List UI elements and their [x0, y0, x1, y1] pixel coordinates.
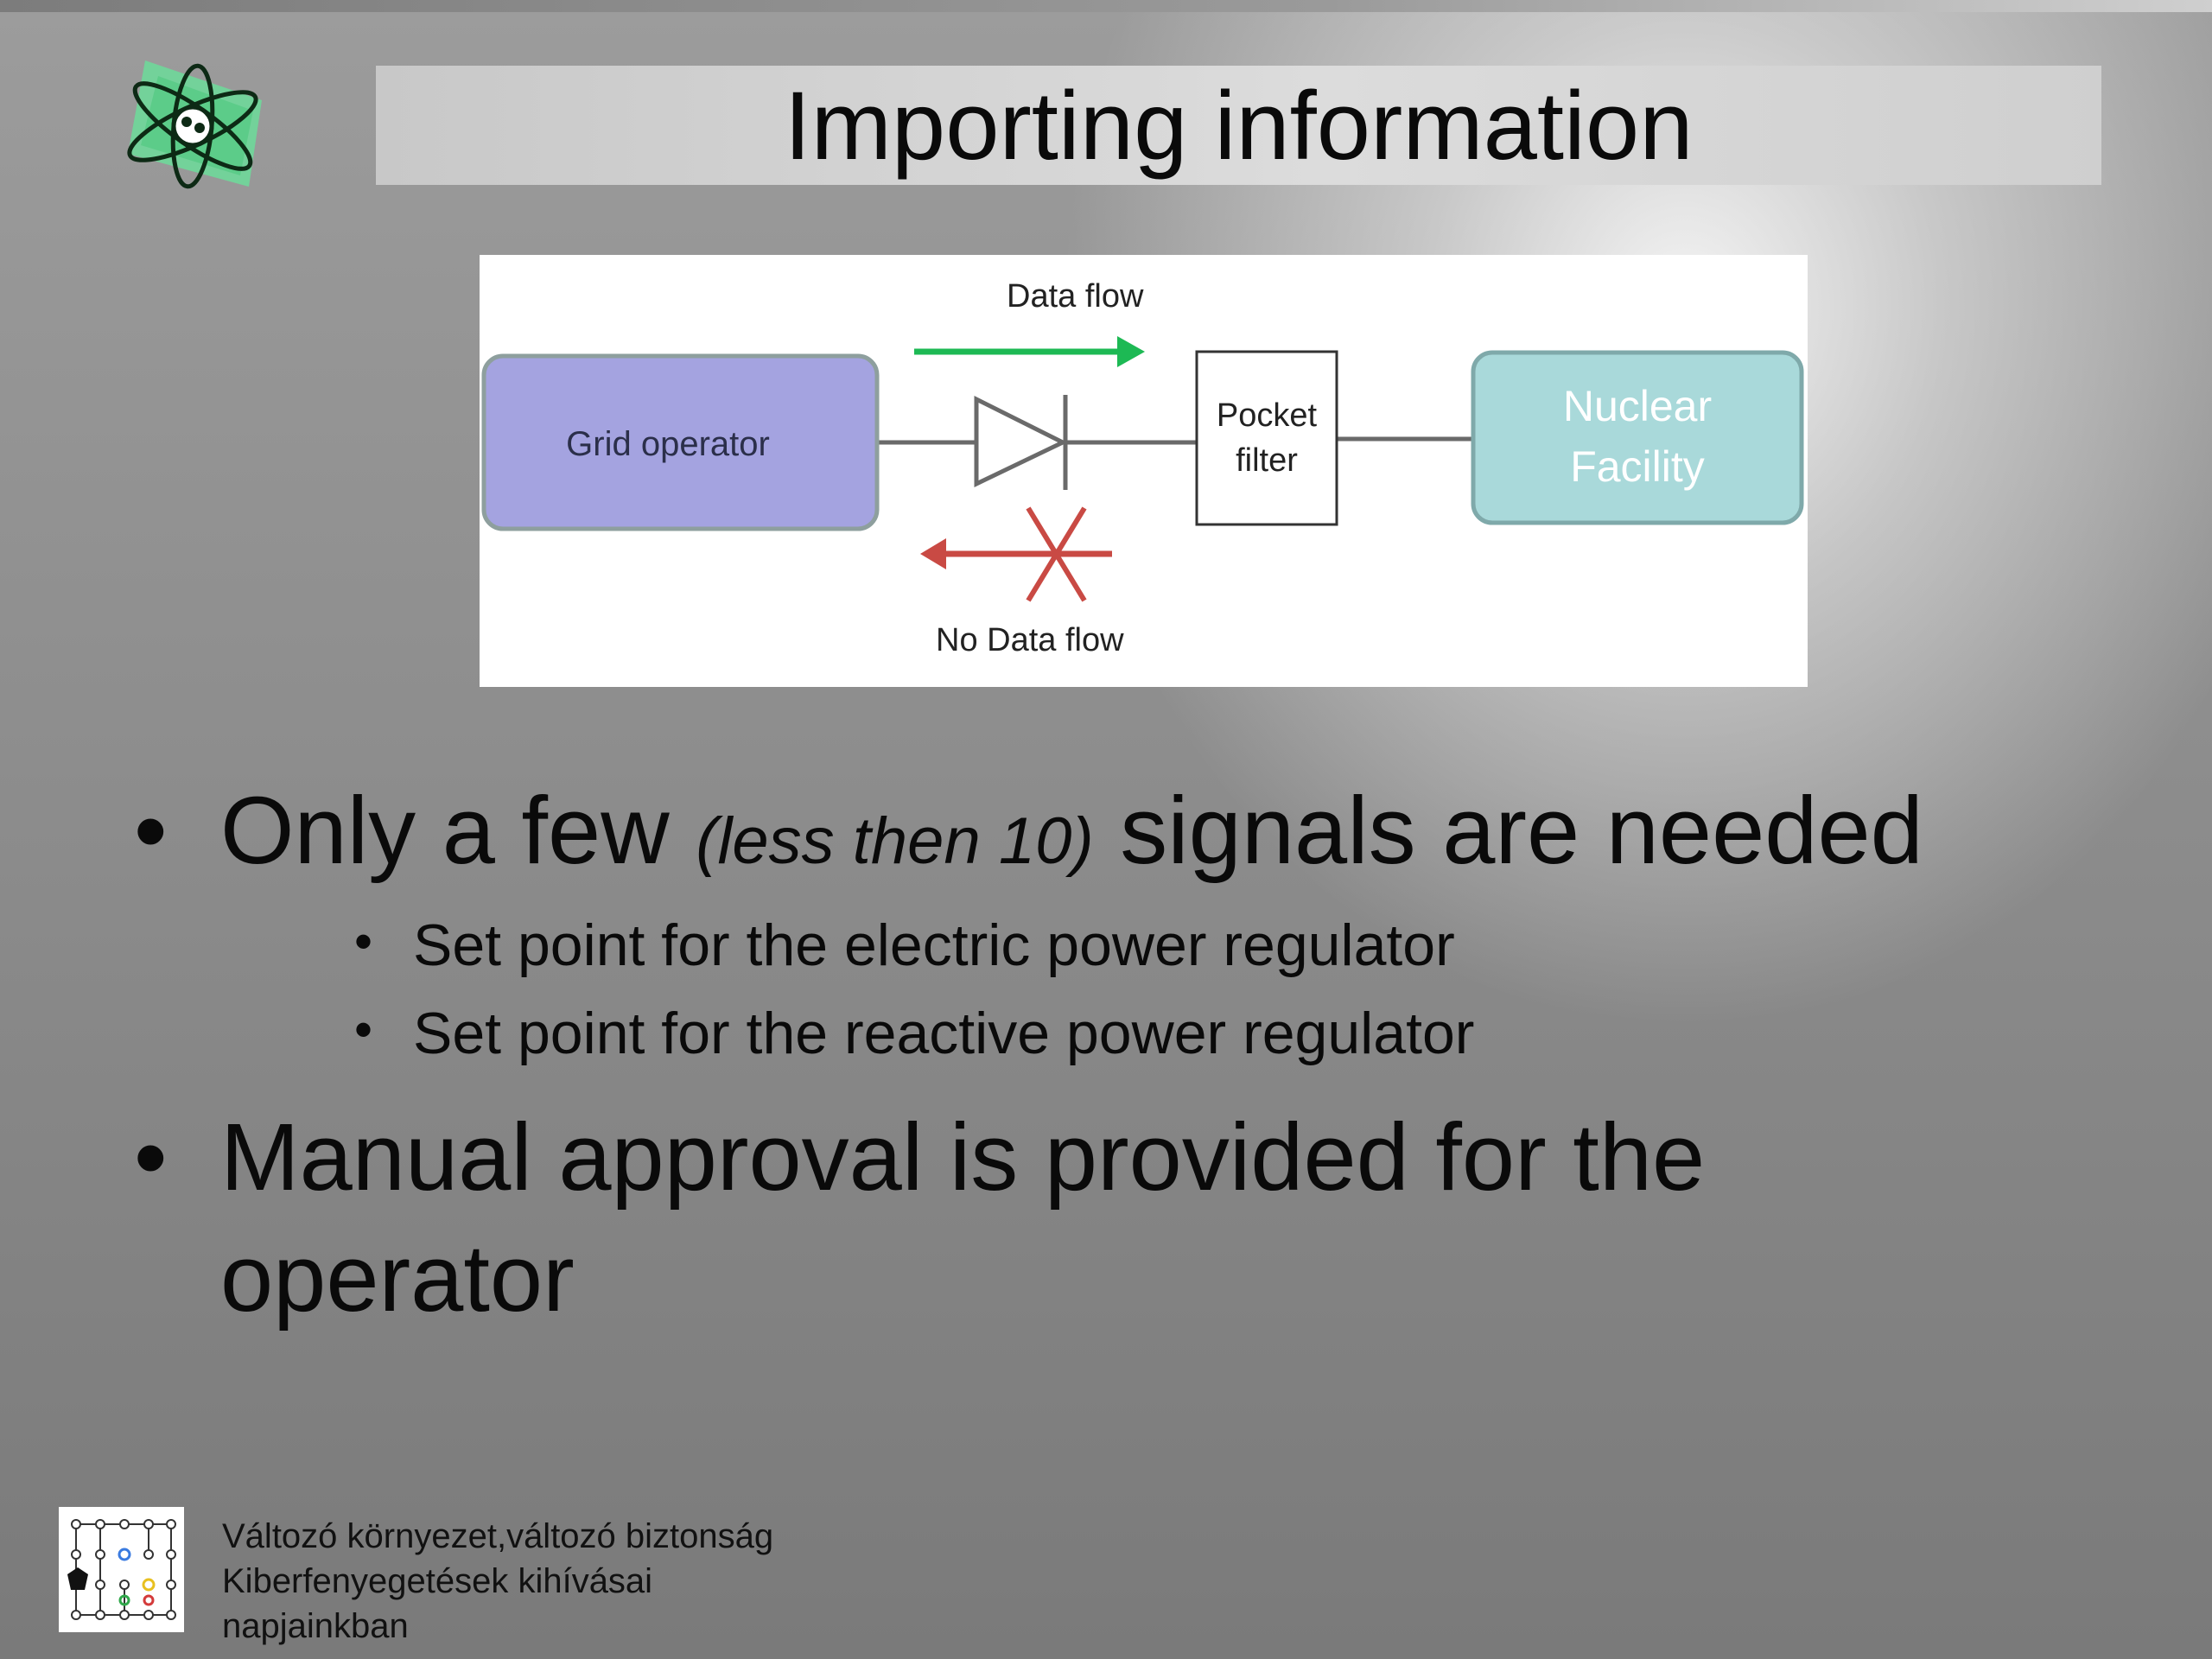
pocket-filter-label-line2: filter — [1236, 442, 1298, 479]
sub-bullet-dot: • — [354, 912, 373, 970]
network-logo-icon — [59, 1507, 184, 1632]
grid-operator-box — [481, 353, 880, 531]
sub-bullet-2-text: Set point for the reactive power regulat… — [413, 1001, 1475, 1066]
bullet-1-text: Only a few (less then 10) signals are ne… — [220, 779, 1923, 893]
footer-line-3: napjainkban — [222, 1607, 409, 1645]
grid-operator-label: Grid operator — [566, 425, 770, 463]
data-flow-label: Data flow — [1007, 278, 1144, 315]
bullet-1-text-after: signals are needed — [1120, 778, 1923, 884]
bullet-2-text: Manual approval is provided for the oper… — [220, 1104, 1706, 1332]
bullet-dot: • — [134, 778, 168, 884]
footer-line-2: Kiberfenyegetések kihívásai — [222, 1562, 653, 1600]
pocket-filter-box — [1195, 350, 1338, 526]
bullet-dot: • — [134, 1104, 168, 1211]
footer-text: Változó környezet,változó biztonság Kibe… — [222, 1514, 773, 1649]
data-flow-arrow-icon — [914, 336, 1145, 367]
bullet-1-text-before: Only a few — [220, 778, 670, 884]
nuclear-facility-label-line2: Facility — [1570, 442, 1705, 491]
sub-bullet-1-text: Set point for the electric power regulat… — [413, 912, 1455, 978]
slide-title: Importing information — [784, 71, 1694, 180]
no-data-flow-arrow-icon — [920, 506, 1112, 602]
nuclear-facility-label-line1: Nuclear — [1563, 382, 1712, 430]
title-bar — [376, 66, 2101, 185]
bullet-1-text-italic: (less then 10) — [696, 804, 1094, 878]
sub-bullet-dot: • — [354, 1001, 373, 1058]
atom-logo-icon — [127, 60, 262, 189]
data-diode-diagram: Grid operator Data flow No Data flow Poc… — [480, 255, 1808, 687]
pocket-filter-label-line1: Pocket — [1217, 397, 1318, 434]
no-data-flow-label: No Data flow — [936, 622, 1124, 658]
footer-line-1: Változó környezet,változó biztonság — [222, 1517, 774, 1555]
nuclear-facility-box — [1471, 350, 1804, 525]
top-band — [0, 0, 2212, 12]
diode-icon — [974, 395, 1068, 490]
